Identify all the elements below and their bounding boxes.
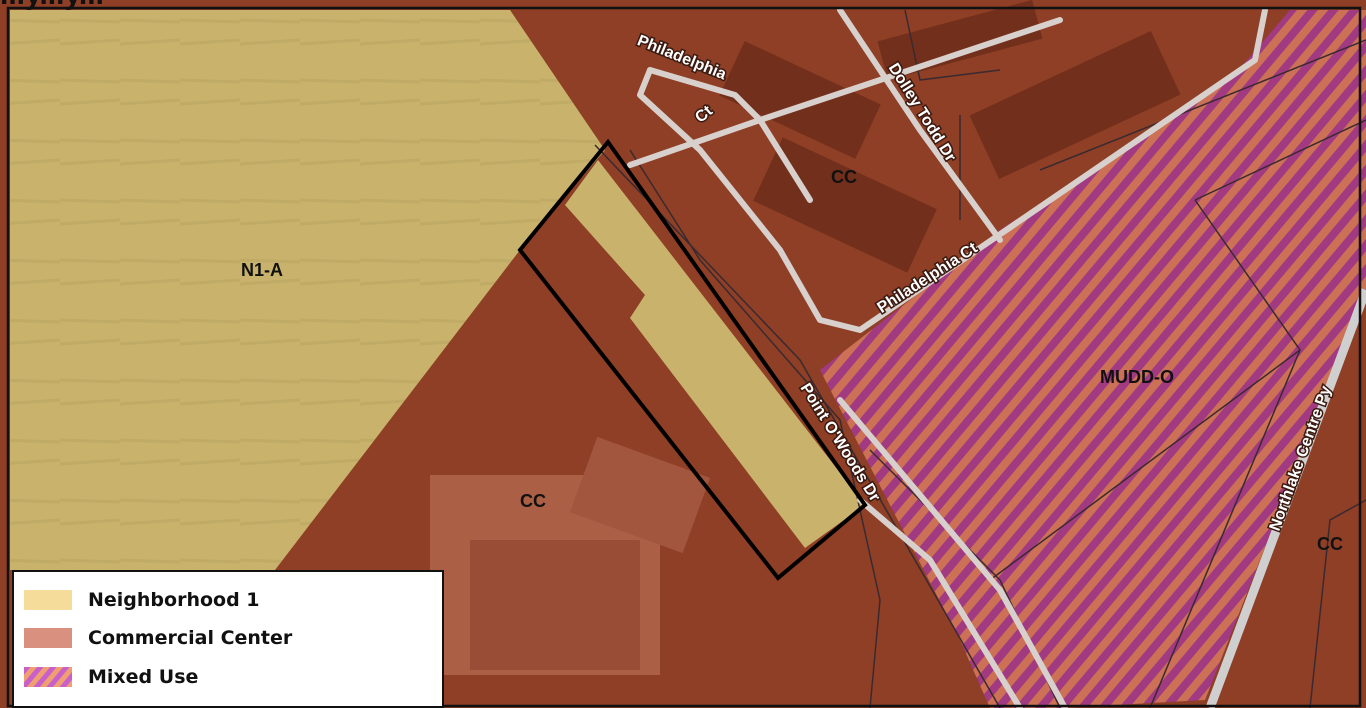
legend-label-commercial: Commercial Center (88, 627, 293, 649)
map-legend: Neighborhood 1 Commercial Center Mixed U… (12, 570, 444, 708)
zone-label-cc-left: CC (520, 491, 546, 511)
road-point-owoods (837, 397, 1068, 708)
zone-label-cc-right: CC (1317, 534, 1343, 554)
legend-swatch-mixed-use (24, 667, 72, 687)
building-footprints (430, 0, 1366, 675)
subject-parcel-outline[interactable] (517, 138, 868, 581)
zone-label-n1a: N1-A (241, 260, 283, 280)
legend-label-neighborhood: Neighborhood 1 (88, 589, 260, 611)
legend-label-mixed-use: Mixed Use (88, 666, 199, 688)
legend-swatch-commercial (24, 628, 72, 648)
legend-item-mixed-use: Mixed Use (24, 666, 198, 688)
neighborhood-strip[interactable] (565, 160, 865, 548)
neighborhood-texture (10, 10, 605, 570)
commercial-zone-right[interactable] (1215, 300, 1366, 708)
map-frame (6, 6, 1362, 708)
road-philadelphia-ct (637, 7, 1268, 333)
legend-swatch-neighborhood (24, 590, 72, 610)
zone-label-mudd: MUDD-O (1100, 367, 1174, 387)
road-network (627, 7, 1268, 708)
legend-item-commercial: Commercial Center (24, 627, 292, 649)
road-northlake (1205, 288, 1366, 708)
parcel-lines (594, 9, 1366, 708)
map-title-fragment: ...y...y... (0, 0, 104, 11)
road-dolley-todd (837, 7, 1003, 243)
legend-item-neighborhood: Neighborhood 1 (24, 589, 260, 611)
zone-label-cc-top: CC (831, 167, 857, 187)
